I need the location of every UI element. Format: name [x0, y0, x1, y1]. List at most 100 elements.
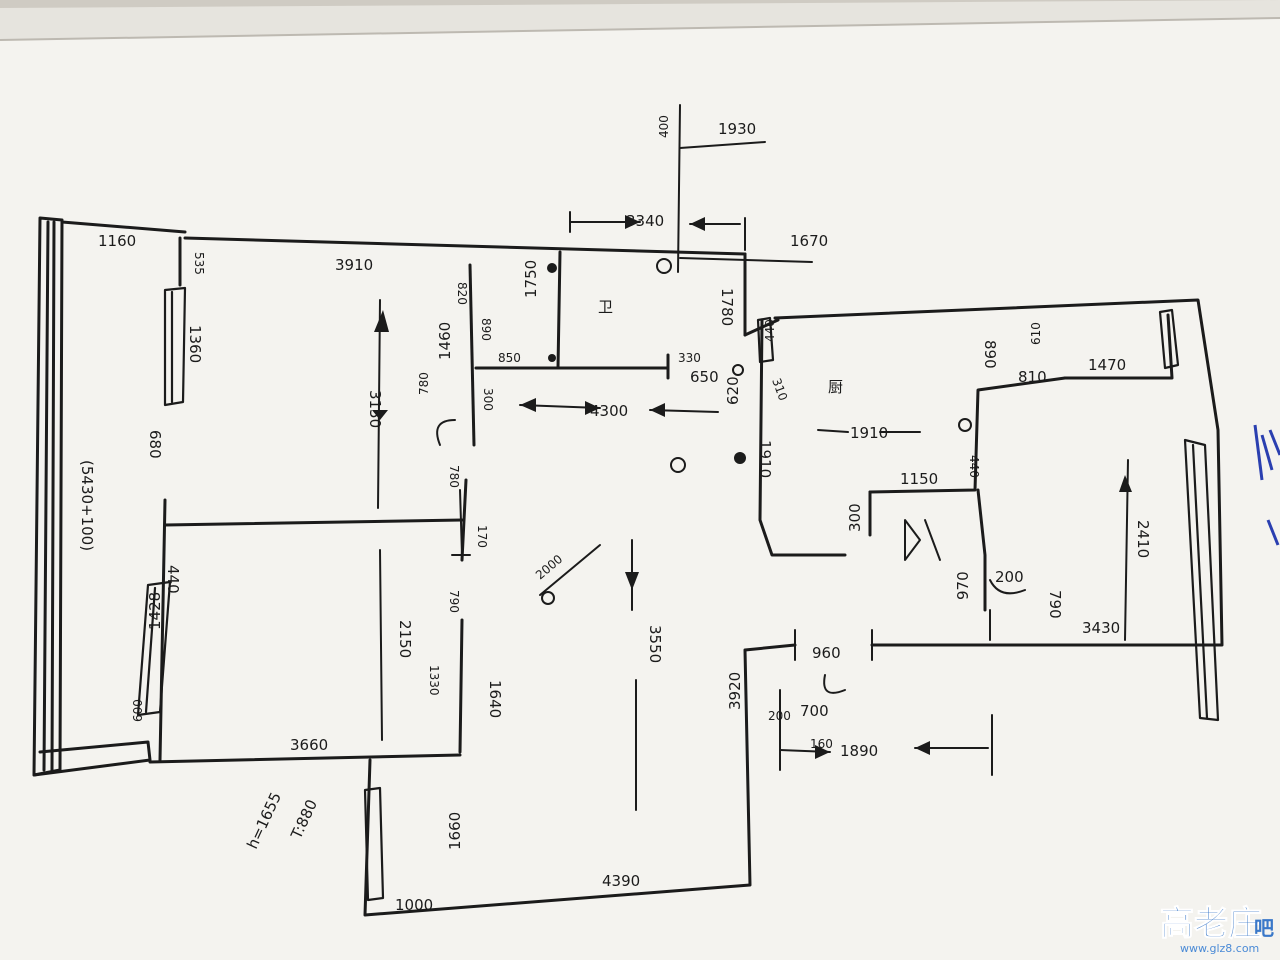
- label-1780: 1780: [718, 288, 736, 326]
- fixtures: [541, 258, 972, 605]
- door-kitchen: [904, 519, 921, 561]
- label-790a: 790: [1046, 590, 1064, 619]
- fixture-circle-hall: [732, 364, 744, 376]
- arrow-4300-left: [520, 398, 536, 412]
- arrow-3150-down: [372, 410, 388, 420]
- wall-top-left: [60, 220, 187, 234]
- wall-left-lower: [158, 498, 167, 762]
- room-labels: 卫 厨: [598, 298, 843, 396]
- label-440c: 440: [164, 565, 182, 594]
- label-330: 330: [678, 351, 701, 365]
- label-850: 850: [498, 351, 521, 365]
- arrow-4300-right: [650, 403, 665, 417]
- label-960: 960: [812, 644, 841, 662]
- label-600: 600: [131, 699, 145, 722]
- dim-1910-line-left: [817, 429, 849, 433]
- watermark-suffix: 吧: [1254, 916, 1274, 940]
- label-1428: 1428: [146, 592, 164, 630]
- window-bath: [756, 316, 775, 364]
- wall-bedroom2-right: [458, 618, 464, 754]
- room-label-kitchen: 厨: [828, 378, 843, 396]
- room-label-bath: 卫: [598, 298, 613, 316]
- watermark-brand: 高老庄: [1160, 904, 1262, 944]
- fixture-dot-hall: [734, 452, 746, 464]
- watermark-url: www.glz8.com: [1180, 942, 1259, 955]
- dim-top-vertical: [677, 104, 681, 273]
- label-170: 170: [475, 525, 489, 548]
- paper-sheet: [0, 18, 1280, 960]
- label-1750: 1750: [522, 260, 540, 298]
- door-entry-swing: [823, 674, 846, 694]
- label-2410: 2410: [1134, 520, 1152, 558]
- dim-1930-line: [679, 141, 766, 149]
- wall-balcony-bottom: [32, 740, 152, 777]
- blue-stroke-2: [1260, 434, 1274, 471]
- window-bedroom-left-inner: [144, 586, 157, 714]
- label-1470: 1470: [1088, 356, 1126, 374]
- window-kitchen-right: [1183, 438, 1220, 722]
- wall-left-balcony-line-2: [50, 220, 56, 772]
- wall-corridor-left: [468, 263, 476, 447]
- label-400: 400: [657, 115, 671, 138]
- arrow-3150-up: [374, 310, 389, 332]
- label-2150: 2150: [396, 620, 414, 658]
- arrow-2410-down: [1119, 475, 1132, 492]
- doors: [436, 419, 1026, 694]
- window-kitchen-top: [1158, 308, 1180, 370]
- label-780b: 780: [447, 465, 461, 488]
- window-bedroom-left: [136, 580, 172, 717]
- label-3910: 3910: [335, 256, 373, 274]
- window-kitchen-right-inner: [1191, 443, 1209, 720]
- label-1150: 1150: [900, 470, 938, 488]
- label-1890: 1890: [840, 742, 878, 760]
- dim-3150-line: [377, 299, 381, 509]
- door-kitchen-leaf: [924, 519, 941, 561]
- blue-stroke-4: [1266, 519, 1280, 546]
- label-810: 810: [1018, 368, 1047, 386]
- wall-top-main: [183, 236, 747, 256]
- label-700: 700: [800, 702, 829, 720]
- label-1330: 1330: [427, 665, 441, 696]
- dim-1670-line: [679, 257, 813, 263]
- label-3660: 3660: [290, 736, 328, 754]
- label-1930: 1930: [718, 120, 756, 138]
- wall-kitchen-outer: [773, 298, 1224, 647]
- wall-kitchen-inner: [868, 376, 1067, 494]
- label-5430: (5430+100): [78, 460, 96, 551]
- arrow-1890-left: [915, 741, 930, 755]
- label-3550: 3550: [646, 625, 664, 663]
- label-1160: 1160: [98, 232, 136, 250]
- arrow-3340-right: [625, 215, 640, 229]
- arrow-1890-right: [815, 745, 830, 759]
- wall-bath-left: [556, 250, 562, 370]
- label-1360: 1360: [186, 325, 204, 363]
- window-living-left: [163, 286, 187, 407]
- label-1460: 1460: [436, 322, 454, 360]
- label-1640: 1640: [486, 680, 504, 718]
- fixture-circle-kitchen: [958, 418, 972, 432]
- fixture-circle-living: [670, 457, 686, 473]
- window-living-bottom: [363, 786, 385, 902]
- door-swing-bedroom: [436, 419, 456, 446]
- wall-bedroom-bottom: [148, 753, 462, 764]
- label-300b: 300: [846, 503, 864, 532]
- label-1000: 1000: [395, 896, 433, 914]
- label-780a: 780: [417, 372, 431, 395]
- fixture-circle-living2: [541, 591, 555, 605]
- arrow-heads: [372, 215, 1132, 759]
- label-200b: 200: [995, 568, 1024, 586]
- arrow-4300-mid: [585, 401, 600, 415]
- wall-bedroom-divider: [163, 518, 464, 527]
- label-1910: 1910: [756, 440, 774, 478]
- label-200a: 200: [768, 709, 791, 723]
- fixture-dot-1: [547, 263, 557, 273]
- label-1910b: 1910: [850, 424, 888, 442]
- label-4300: 4300: [590, 402, 628, 420]
- wall-kitchen-left: [758, 318, 847, 557]
- fixture-dot-2: [548, 354, 556, 362]
- fixture-circle-bath: [656, 258, 672, 274]
- wall-left-balcony-outer: [32, 216, 64, 777]
- stroke-living: [539, 544, 601, 596]
